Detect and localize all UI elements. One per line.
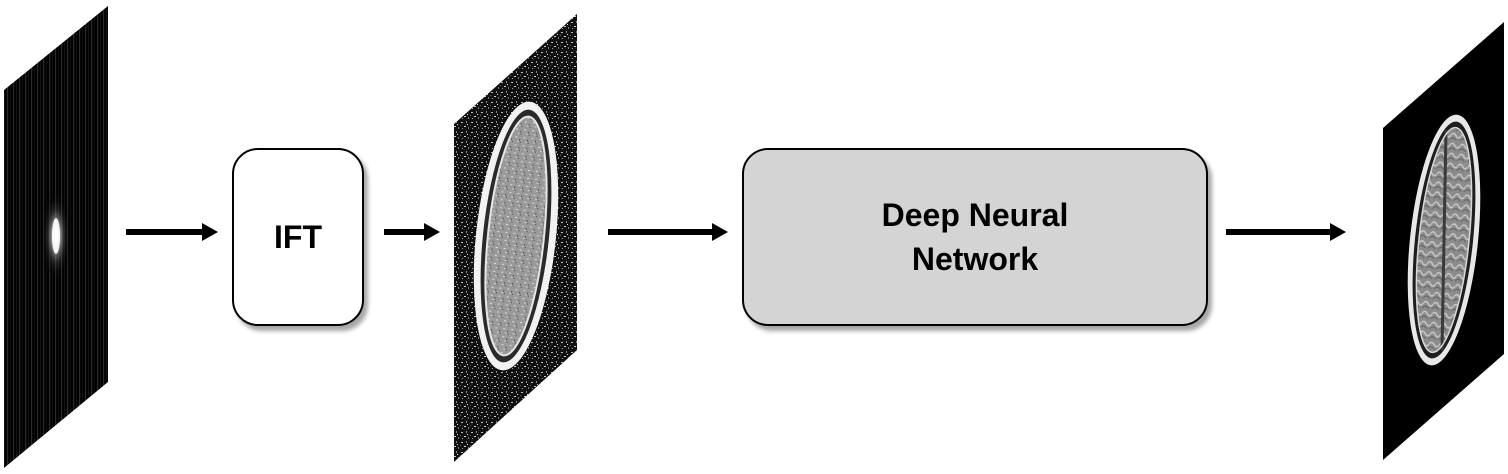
arrow-kspace-to-ift — [126, 223, 218, 241]
deep-neural-network-label: Deep Neural Network — [881, 197, 1069, 277]
ift-label: IFT — [274, 218, 322, 255]
reconstructed-brain-image — [1383, 22, 1504, 460]
deep-neural-network-box: Deep Neural Network — [742, 148, 1208, 326]
kspace-image — [4, 6, 108, 468]
arrow-aliased-to-network — [608, 223, 728, 241]
aliased-brain-image — [454, 14, 577, 462]
arrow-network-to-output — [1226, 223, 1346, 241]
ift-box: IFT — [232, 148, 364, 326]
arrow-ift-to-aliased — [384, 223, 440, 241]
